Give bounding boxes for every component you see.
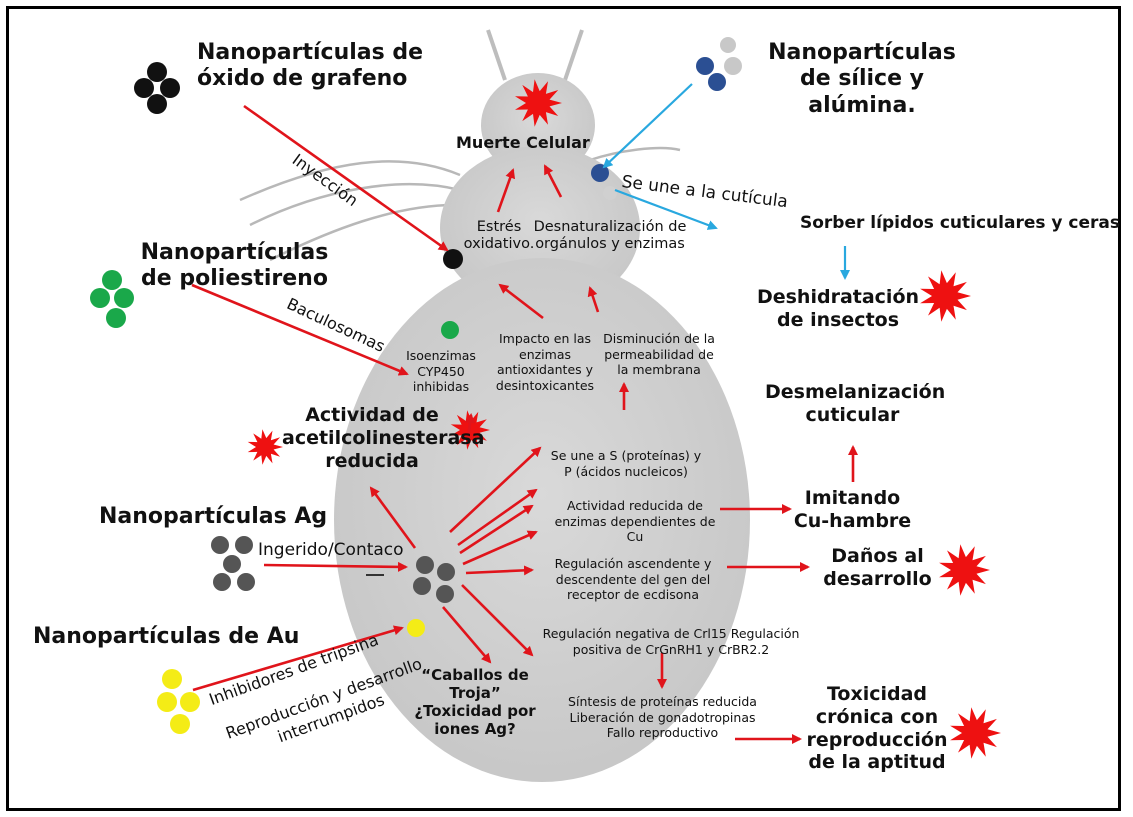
effect-cell-death: Muerte Celular — [456, 133, 590, 152]
np-polystyrene-title: Nanopartículas de poliestireno — [127, 240, 342, 293]
np-silver-text: Nanopartículas Ag — [99, 504, 328, 529]
effect-ache: Actividad de acetilcolinesterasa reducid… — [282, 404, 485, 472]
insect-body — [334, 73, 750, 782]
effect-ecdysone: Regulación ascendente y descendente del … — [554, 556, 712, 603]
gold-on-body — [407, 619, 425, 637]
np-graphene-cluster — [134, 62, 180, 114]
silver-on-body — [413, 556, 455, 603]
blue-arrows — [602, 83, 850, 280]
effect-impact-enzymes: Impacto en las enzimas antioxidantes y d… — [495, 331, 595, 393]
red-arrows — [191, 104, 858, 744]
silica-on-body — [591, 164, 609, 182]
effect-binds-sp: Se une a S (proteínas) y P (ácidos nucle… — [550, 448, 702, 479]
effect-oxidative: Estrés oxidativo. — [463, 219, 535, 253]
effect-crl15: Regulación negativa de Crl15 Regulación … — [542, 626, 800, 657]
effect-protein-synthesis: Síntesis de proteínas reducida Liberació… — [568, 694, 757, 741]
np-silica-text: Nanopartículas de sílice y alúmina. — [768, 40, 956, 118]
np-gold-title: Nanopartículas de Au — [33, 624, 299, 650]
burst-development — [939, 544, 990, 596]
outcome-dehydration: Deshidratación de insectos — [756, 286, 920, 331]
outcome-chronic: Toxicidad crónica con reproducción de la… — [806, 683, 948, 774]
route-ingested: Ingerido/Contaco — [258, 540, 404, 560]
np-gold-text: Nanopartículas de Au — [33, 624, 300, 649]
burst-ache — [247, 429, 283, 465]
np-silver-cluster — [211, 536, 255, 591]
burst-dehydration — [920, 270, 971, 322]
burst-chronic — [950, 707, 1001, 759]
np-polystyrene-text: Nanopartículas de poliestireno — [140, 240, 329, 292]
outcome-dev-damage: Daños al desarrollo — [823, 545, 932, 590]
antennae — [486, 29, 584, 81]
outcome-cu-starvation: Imitando Cu-hambre — [793, 487, 912, 532]
np-silver-title: Nanopartículas Ag — [99, 504, 327, 530]
np-polystyrene-cluster — [90, 270, 134, 328]
burst-head — [515, 79, 562, 127]
polystyrene-on-body — [441, 321, 459, 339]
effect-cu-enzymes: Actividad reducida de enzimas dependient… — [554, 498, 716, 545]
np-silica-title: Nanopartículas de sílice y alúmina. — [762, 40, 962, 119]
effect-cyp450: Isoenzimas CYP450 inhibidas — [406, 348, 476, 395]
effect-permeability: Disminución de la permeabilidad de la me… — [603, 331, 715, 378]
effect-denaturation: Desnaturalización de orgánulos y enzimas — [533, 219, 687, 253]
np-silica-cluster — [696, 37, 742, 91]
bursts — [247, 79, 1001, 759]
graphene-on-body — [443, 249, 463, 269]
effect-trojan: “Caballos de Troja” ¿Toxicidad por iones… — [414, 666, 536, 738]
alumina-on-body — [603, 186, 617, 200]
insect-abdomen — [334, 258, 750, 782]
outcome-demelanization: Desmelanización cuticular — [765, 381, 946, 426]
np-graphene-title: Nanopartículas de óxido de grafeno — [197, 40, 437, 93]
np-graphene-text: Nanopartículas de óxido de grafeno — [197, 40, 424, 92]
outcome-lipids: Sorber lípidos cuticulares y ceras — [800, 213, 1120, 233]
np-gold-cluster — [157, 669, 200, 734]
